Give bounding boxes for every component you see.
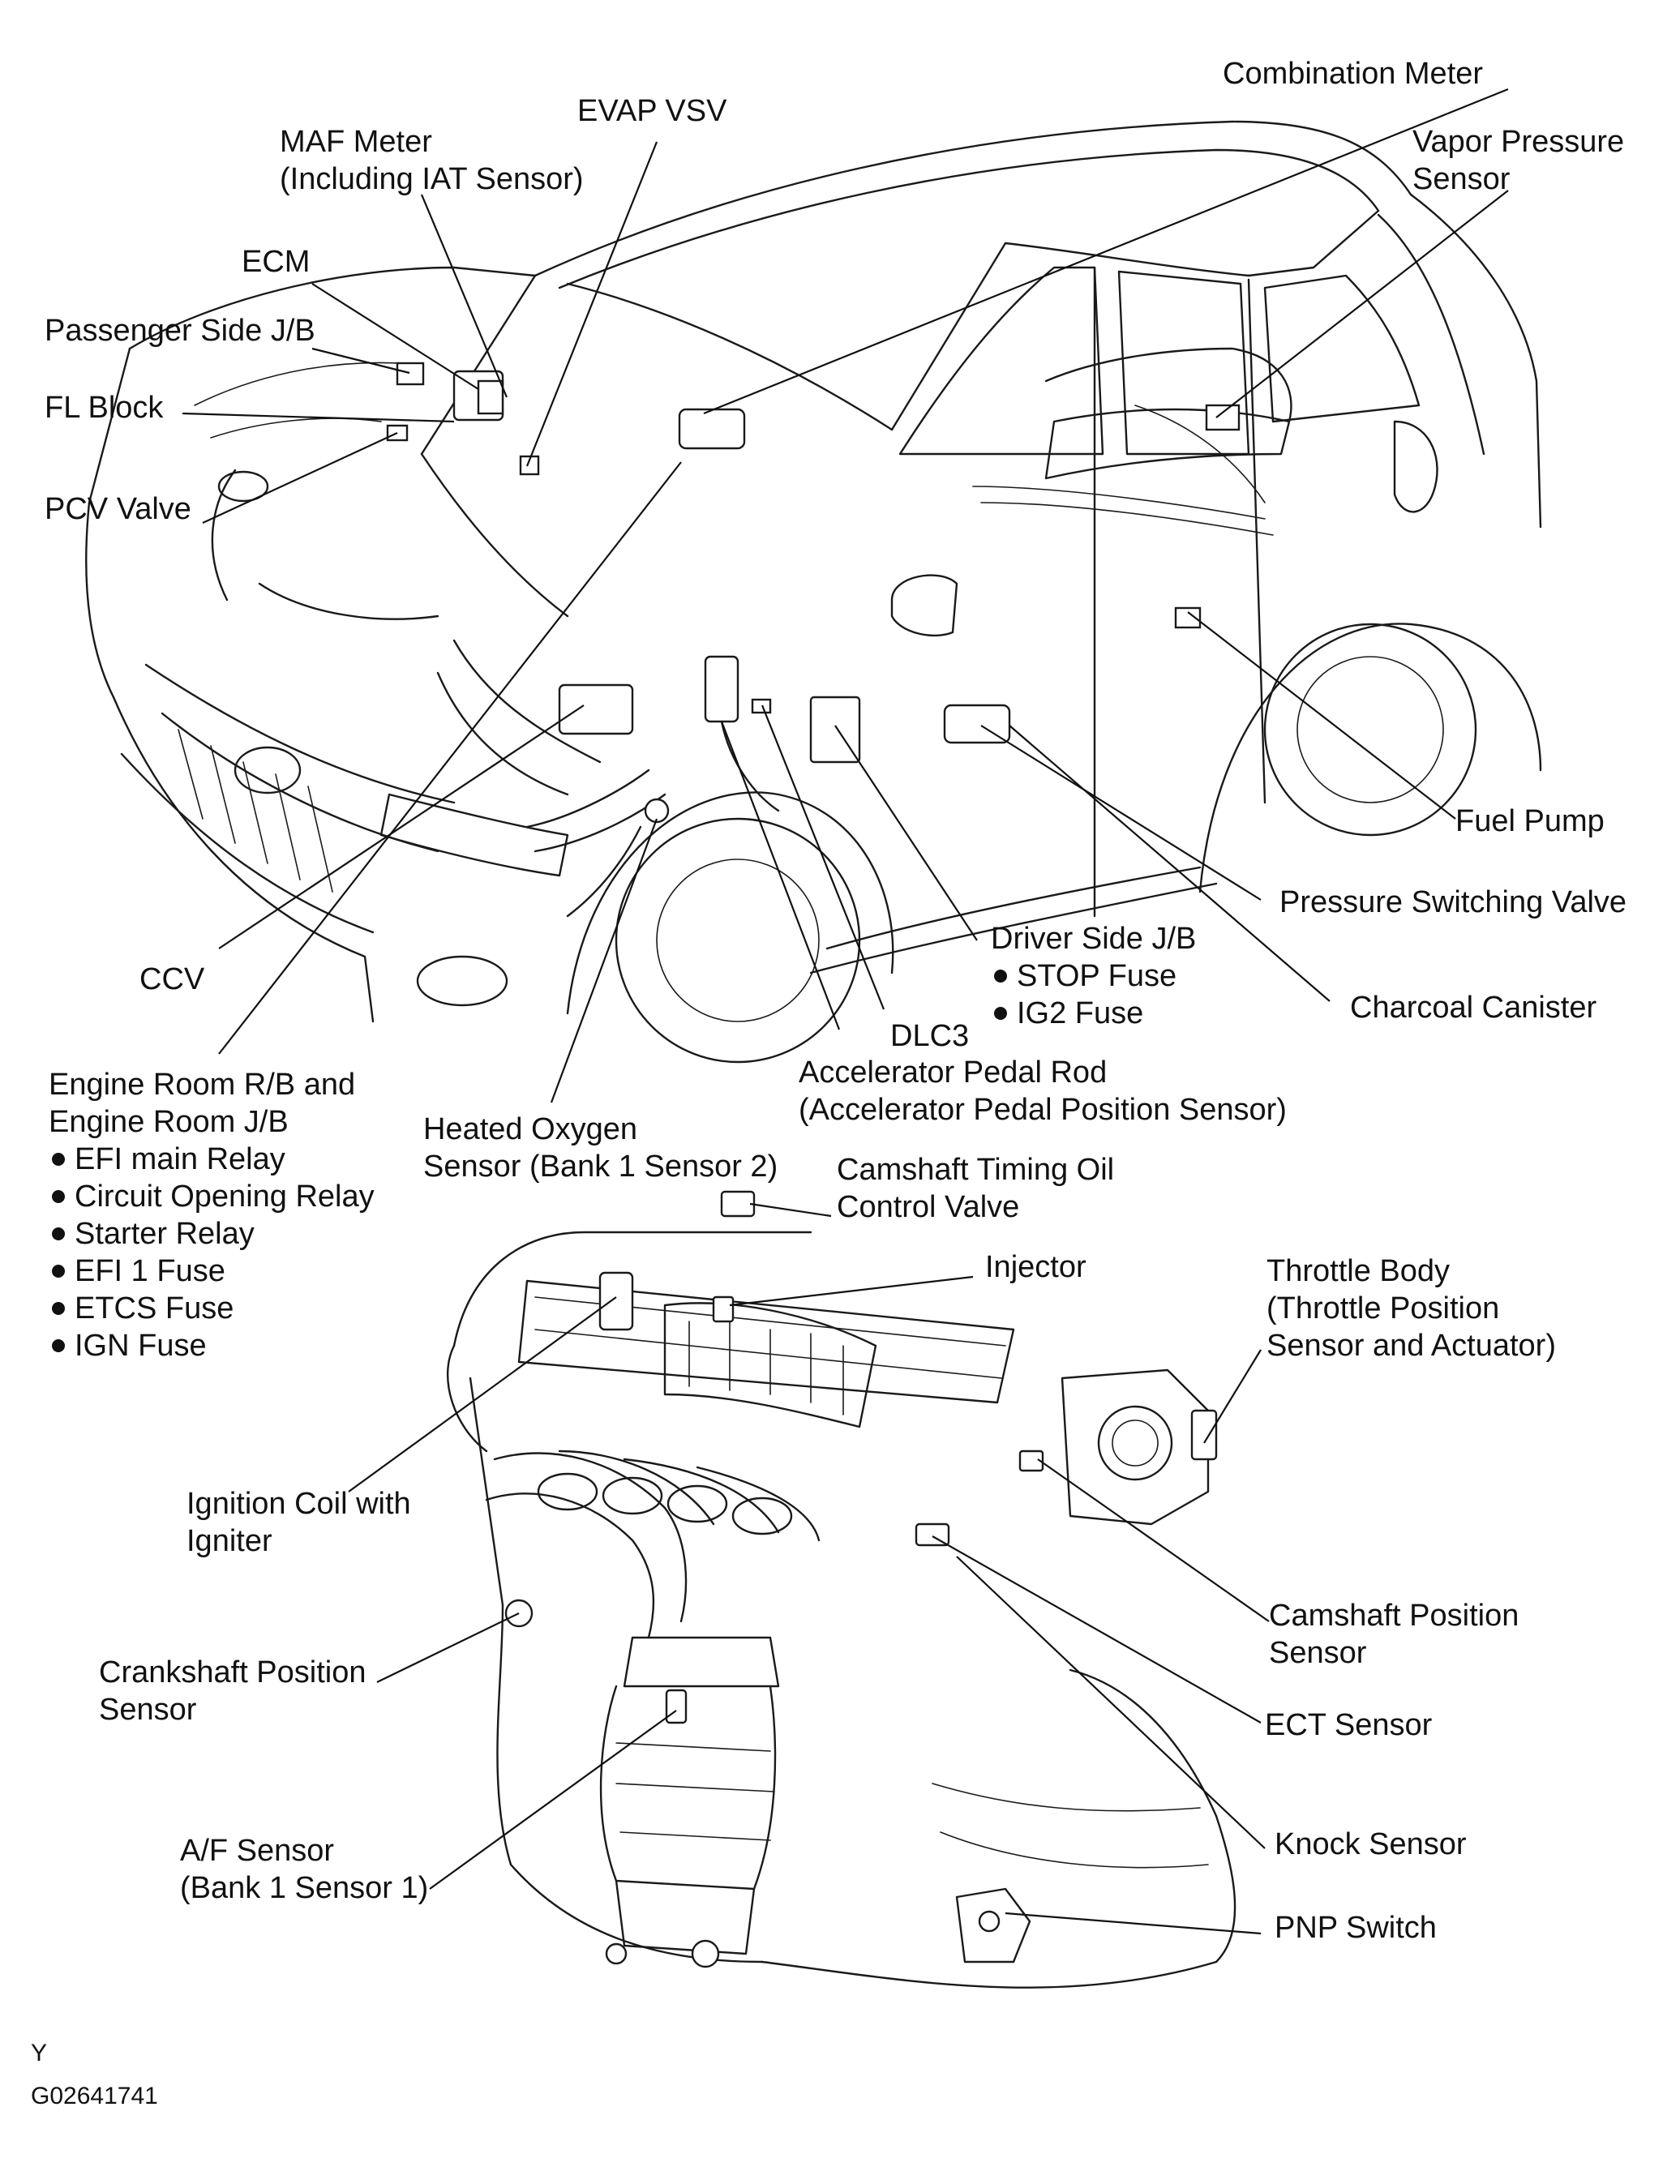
- label-dlc3: DLC3: [890, 1019, 970, 1053]
- label-fl-block: FL Block: [45, 391, 164, 425]
- engine-room-item: Circuit Opening Relay: [49, 1178, 375, 1215]
- label-knock-sensor: Knock Sensor: [1275, 1827, 1467, 1861]
- label-maf-meter: MAF Meter (Including IAT Sensor): [280, 125, 584, 196]
- vapor-pressure-sensor-part: [1205, 404, 1241, 431]
- ignition-coil-part: [598, 1271, 634, 1331]
- figure-code: G02641741: [31, 2083, 158, 2109]
- accelerator-pedal-part: [704, 655, 739, 723]
- vehicle-body-outline: [85, 120, 1542, 1064]
- driver-jb-item: STOP Fuse: [991, 957, 1196, 995]
- label-heated-oxygen-sensor: Heated Oxygen Sensor (Bank 1 Sensor 2): [423, 1112, 778, 1184]
- engine-room-item: Starter Relay: [49, 1215, 375, 1253]
- engine-room-rb-part: [558, 683, 634, 735]
- label-injector: Injector: [985, 1250, 1086, 1284]
- label-driver-side-jb: Driver Side J/B STOP Fuse IG2 Fuse: [991, 922, 1197, 1032]
- label-ccv: CCV: [139, 962, 205, 996]
- dlc3-part: [751, 698, 772, 714]
- label-fuel-pump: Fuel Pump: [1455, 804, 1605, 838]
- engine-room-item: EFI main Relay: [49, 1141, 375, 1178]
- camshaft-timing-valve-part: [720, 1190, 756, 1218]
- combination-meter-part: [678, 408, 746, 450]
- label-ecm: ECM: [242, 245, 311, 279]
- label-passenger-side-jb: Passenger Side J/B: [45, 314, 315, 348]
- label-pnp-switch: PNP Switch: [1275, 1911, 1437, 1945]
- label-combination-meter: Combination Meter: [1223, 57, 1484, 91]
- fuel-tank-lines: [972, 347, 1292, 536]
- af-sensor-part: [665, 1689, 688, 1724]
- label-ect-sensor: ECT Sensor: [1265, 1708, 1433, 1742]
- vehicle-components: [386, 362, 1241, 918]
- pnp-switch-part: [955, 1887, 1031, 1963]
- maf-part: [477, 379, 504, 415]
- label-pcv-valve: PCV Valve: [45, 492, 191, 526]
- label-accelerator-pedal-rod: Accelerator Pedal Rod (Accelerator Pedal…: [799, 1056, 1287, 1127]
- evap-vsv-part: [519, 455, 540, 476]
- label-af-sensor: A/F Sensor (Bank 1 Sensor 1): [180, 1834, 429, 1905]
- label-camshaft-timing-oil-control-valve: Camshaft Timing Oil Control Valve: [837, 1153, 1115, 1224]
- engine-room-item: IGN Fuse: [49, 1327, 375, 1364]
- driver-side-jb-part: [809, 696, 861, 764]
- label-pressure-switching-valve: Pressure Switching Valve: [1279, 885, 1627, 919]
- label-crankshaft-position-sensor: Crankshaft Position Sensor: [99, 1655, 366, 1727]
- engine-outline: [447, 1190, 1236, 1989]
- injector-part: [712, 1295, 735, 1323]
- label-camshaft-position-sensor: Camshaft Position Sensor: [1269, 1599, 1519, 1670]
- label-vapor-pressure-sensor: Vapor Pressure Sensor: [1412, 125, 1625, 196]
- leader-lines: [182, 88, 1509, 1935]
- driver-jb-item: IG2 Fuse: [991, 995, 1196, 1032]
- passenger-jb-part: [396, 362, 425, 386]
- fuel-pump-part: [1174, 606, 1202, 629]
- engine-bay-lines: [194, 362, 666, 853]
- camshaft-position-part: [1018, 1450, 1044, 1472]
- engine-room-item: ETCS Fuse: [49, 1290, 375, 1327]
- label-evap-vsv: EVAP VSV: [577, 94, 727, 128]
- heated-oxygen-sensor-part: [644, 798, 670, 824]
- label-charcoal-canister: Charcoal Canister: [1350, 991, 1597, 1025]
- engine-room-item: EFI 1 Fuse: [49, 1253, 375, 1290]
- label-throttle-body: Throttle Body (Throttle Position Sensor …: [1266, 1254, 1556, 1363]
- view-letter: Y: [31, 2040, 48, 2066]
- label-engine-room-rb-jb: Engine Room R/B and Engine Room J/B EFI …: [49, 1068, 375, 1364]
- label-ignition-coil-with-igniter: Ignition Coil with Igniter: [186, 1487, 411, 1558]
